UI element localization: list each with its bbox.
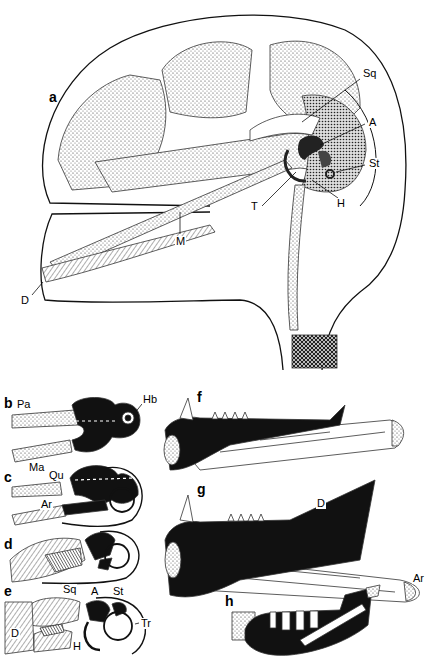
part-label: H <box>336 198 346 209</box>
panel-letter: d <box>3 537 14 551</box>
panel-f-part <box>212 412 248 419</box>
part-label: T <box>250 201 259 212</box>
panel-a-ossicles-part <box>326 170 334 178</box>
leader-lines <box>32 79 414 624</box>
leader-lines-part <box>336 165 365 172</box>
panel-c-part <box>62 467 142 526</box>
panel-a-ossicles-part <box>285 150 306 181</box>
panel-f <box>164 398 404 470</box>
panel-b-part <box>72 398 140 452</box>
panel-g-part <box>165 542 181 578</box>
panel-c-part <box>110 488 134 512</box>
panel-h-part <box>245 588 372 655</box>
panel-a-skull-part <box>288 185 305 330</box>
panel-a-head-part <box>43 15 406 370</box>
part-label: Ar <box>412 573 425 584</box>
panel-letter: a <box>48 90 58 104</box>
leader-lines-part <box>302 79 360 122</box>
panel-letter: f <box>196 390 203 404</box>
panel-g <box>165 480 419 602</box>
panel-a-skull-part <box>162 42 252 118</box>
part-label: St <box>112 586 124 597</box>
panel-letter: g <box>196 482 207 496</box>
part-label: Tr <box>140 618 152 629</box>
panel-d <box>10 531 139 583</box>
panel-c-part <box>12 505 66 525</box>
panel-f-part <box>164 435 180 465</box>
panel-e-part <box>30 598 80 626</box>
panel-e-part <box>85 622 100 650</box>
panel-b-part <box>40 420 118 421</box>
panel-f-part <box>392 420 404 446</box>
panel-e-part <box>96 597 145 654</box>
panel-e-part <box>40 624 64 636</box>
panel-b-part <box>12 440 72 462</box>
leader-lines-part <box>180 212 181 234</box>
part-label: Sq <box>62 584 77 595</box>
panel-e-part <box>5 602 34 654</box>
panel-e <box>5 597 145 654</box>
part-label: A <box>368 117 377 128</box>
panel-b-part <box>122 412 134 424</box>
panel-letter: c <box>3 470 13 484</box>
part-label: Ma <box>28 462 45 473</box>
panel-h-part <box>270 611 318 630</box>
panel-d-part <box>42 531 139 583</box>
panel-b-part <box>125 415 131 421</box>
part-label: Qu <box>48 470 65 481</box>
part-label: H <box>72 641 82 652</box>
panel-a-skull <box>42 41 366 368</box>
panel-g-part <box>404 582 416 601</box>
panel-e-part <box>104 612 132 640</box>
panel-d-part <box>45 548 82 572</box>
panel-g-part <box>180 495 193 522</box>
panel-b <box>12 398 140 463</box>
panel-d-part <box>105 544 129 568</box>
part-label: M <box>175 236 186 247</box>
part-label: D <box>20 295 30 306</box>
panel-g-part <box>165 480 375 597</box>
leader-lines-part <box>32 282 43 295</box>
panel-a-head-part <box>41 212 283 370</box>
panel-a-skull-part <box>50 160 292 272</box>
panel-f-part <box>180 398 193 420</box>
panel-a-ossicles-part <box>318 151 331 168</box>
part-label: Sq <box>362 68 377 79</box>
panel-a-skull-part <box>42 225 215 282</box>
panel-b-part <box>12 410 78 428</box>
panel-letter: h <box>224 594 235 608</box>
leader-lines-part <box>312 180 338 198</box>
part-label: A <box>90 586 99 597</box>
part-label: Hb <box>142 394 158 405</box>
panel-h <box>232 585 380 655</box>
leader-lines-part <box>320 124 365 145</box>
panel-d-part <box>10 538 85 582</box>
panel-h-part <box>300 604 366 646</box>
panel-g-part <box>228 514 264 521</box>
panel-c-part <box>75 478 135 480</box>
panel-a-ossicles <box>285 90 376 206</box>
part-label: Ar <box>40 499 53 510</box>
leader-lines-part <box>135 623 139 624</box>
panel-a-ossicles-part <box>345 90 376 206</box>
part-label: D <box>316 498 326 509</box>
part-label: Pa <box>16 399 31 410</box>
panel-c <box>12 466 142 527</box>
leader-lines-part <box>262 172 296 206</box>
part-label: D <box>10 628 20 639</box>
panel-c-part <box>12 482 62 497</box>
part-label: St <box>368 158 380 169</box>
panel-a-skull-part <box>292 335 337 368</box>
panel-letter: b <box>3 396 14 410</box>
panel-c-part <box>62 500 108 515</box>
panel-a-head <box>41 15 406 370</box>
panel-letter: e <box>3 584 13 598</box>
panel-h-part <box>366 585 380 598</box>
